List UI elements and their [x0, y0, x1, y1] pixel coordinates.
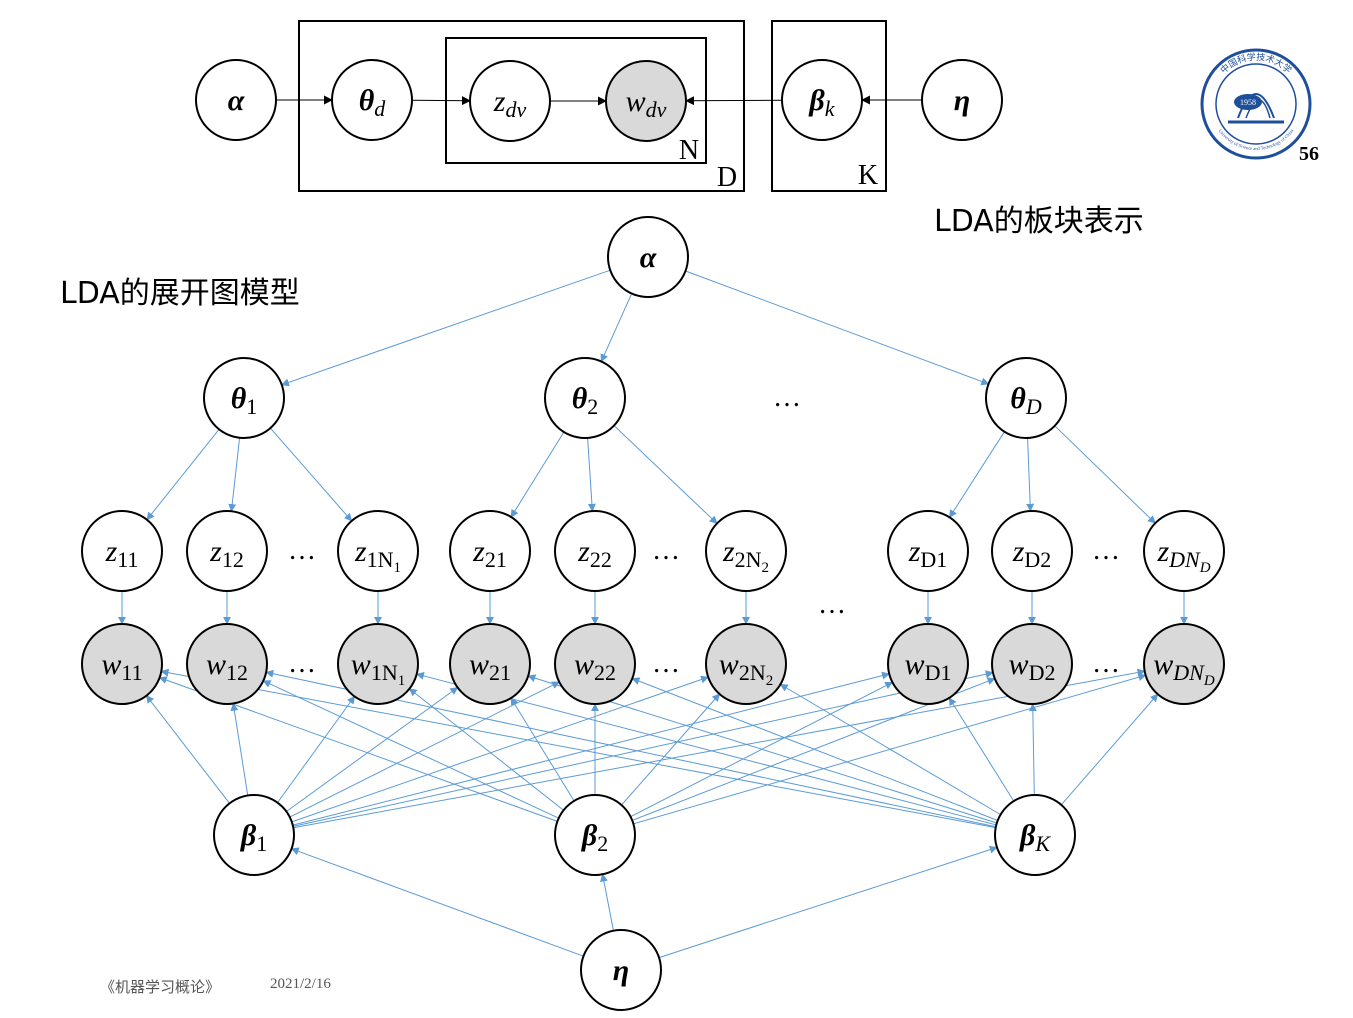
edge-theta-z-8 — [1028, 438, 1031, 511]
ellipsis-5: … — [652, 648, 680, 679]
edge-beta3-w8 — [1033, 704, 1035, 795]
node-beta-1: β1 — [214, 795, 294, 875]
university-logo: 1958 中国科学技术大学 University of Science and … — [1200, 48, 1312, 160]
edge-alpha-theta-3 — [685, 271, 988, 384]
ellipsis-3: … — [1092, 535, 1120, 566]
node-eta: η — [581, 930, 661, 1010]
node-w-2: w12 — [187, 624, 267, 704]
edge-beta2-w4 — [511, 698, 574, 801]
plate-node-z: zdv — [470, 61, 550, 141]
plate-caption: LDA的板块表示 — [934, 196, 1144, 240]
node-w-4: w21 — [450, 624, 530, 704]
edge-theta-z-1 — [147, 429, 219, 519]
edge-theta-z-2 — [231, 438, 239, 511]
node-beta-3: βK — [995, 795, 1075, 875]
plate-label-K: K — [858, 160, 878, 191]
edge-beta3-w9 — [1061, 694, 1157, 805]
plate-edge-beta-w — [686, 100, 782, 101]
edge-alpha-theta-2 — [601, 294, 631, 362]
node-w-3: w1N1 — [338, 624, 418, 704]
node-alpha: α — [608, 217, 688, 297]
node-z-7: zD1 — [888, 511, 968, 591]
node-z-5: z22 — [555, 511, 635, 591]
footer-course: 《机器学习概论》 — [100, 976, 220, 997]
node-beta-2: β2 — [555, 795, 635, 875]
footer-date: 2021/2/16 — [270, 976, 331, 993]
edge-beta1-w2 — [233, 704, 248, 796]
node-z-3: z1N1 — [338, 511, 418, 591]
node-z-4: z21 — [450, 511, 530, 591]
node-z-8: zD2 — [992, 511, 1072, 591]
edge-theta-z-6 — [614, 426, 717, 524]
plate-node-theta: θd — [332, 60, 412, 140]
edge-theta-z-5 — [588, 438, 593, 511]
node-alpha-label: α — [640, 241, 657, 274]
node-w-6: w2N2 — [706, 624, 786, 704]
edge-eta-beta-2 — [603, 874, 614, 930]
edge-eta-beta-3 — [659, 847, 997, 957]
ellipsis-6: … — [1092, 648, 1120, 679]
node-theta-1: θ1 — [204, 358, 284, 438]
ellipsis-1: … — [288, 535, 316, 566]
node-w-8: wD2 — [992, 624, 1072, 704]
plate-label-D: D — [717, 162, 737, 193]
edge-beta1-w1 — [146, 696, 229, 804]
edge-theta-z-3 — [270, 428, 351, 521]
plate-node-beta: βk — [782, 60, 862, 140]
plate-node-eta: η — [922, 60, 1002, 140]
node-z-2: z12 — [187, 511, 267, 591]
node-theta-2: θ2 — [545, 358, 625, 438]
node-z-1: z11 — [82, 511, 162, 591]
edge-beta1-w5 — [290, 682, 559, 817]
node-eta-label: η — [613, 954, 629, 987]
node-w-9: wDND — [1144, 624, 1224, 704]
edge-beta3-w7 — [949, 698, 1014, 801]
plate-node-alpha-label: α — [228, 84, 245, 117]
edge-theta-z-4 — [511, 432, 564, 517]
edge-beta2-w9 — [633, 675, 1145, 824]
ellipsis-2: … — [652, 535, 680, 566]
edge-eta-beta-1 — [292, 849, 584, 956]
plate-node-w: wdv — [606, 61, 686, 141]
plate-label-N: N — [679, 135, 699, 166]
node-theta-3: θD — [986, 358, 1066, 438]
logo-year: 1958 — [1240, 98, 1256, 107]
ellipsis-4: … — [288, 648, 316, 679]
node-z-9: zDND — [1144, 511, 1224, 591]
ellipsis-theta: … — [773, 382, 801, 413]
edge-theta-z-7 — [950, 432, 1005, 518]
node-w-7: wD1 — [888, 624, 968, 704]
node-z-6: z2N2 — [706, 511, 786, 591]
edge-beta2-w2 — [263, 681, 558, 818]
unrolled-caption: LDA的展开图模型 — [60, 268, 300, 312]
edge-theta-z-9 — [1055, 426, 1156, 523]
page-number: 56 — [1299, 143, 1319, 166]
plate-node-alpha: α — [196, 60, 276, 140]
node-w-1: w11 — [82, 624, 162, 704]
ellipsis-middle: … — [818, 589, 846, 620]
edge-beta1-w3 — [277, 696, 354, 802]
plate-node-eta-label: η — [954, 84, 970, 117]
node-w-5: w22 — [555, 624, 635, 704]
